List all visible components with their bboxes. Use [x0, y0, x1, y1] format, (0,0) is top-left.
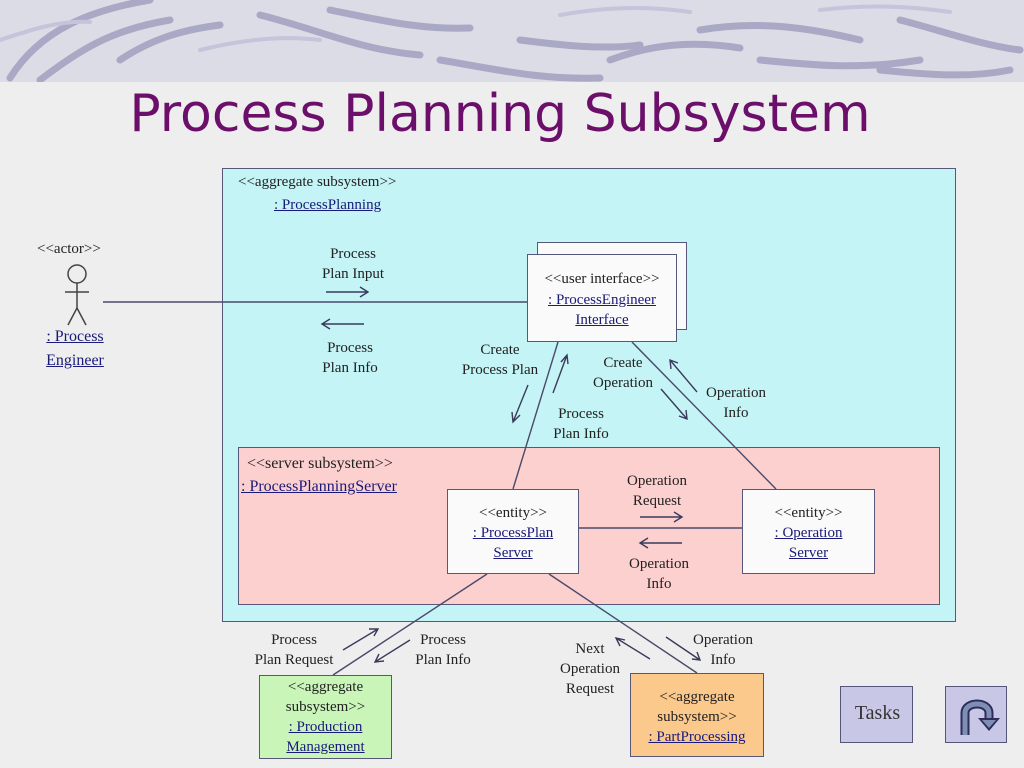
- operation-server-box: [742, 489, 875, 574]
- msg-create-op-2: Operation: [593, 375, 653, 391]
- msg-op-info-ui-2: Info: [723, 405, 749, 421]
- page-title: Process Planning Subsystem: [129, 84, 871, 144]
- msg-pp-info-prod-2: Plan Info: [415, 652, 471, 668]
- process-engineer-interface-box: [527, 254, 677, 342]
- actor-name-line1: : Process: [46, 328, 104, 345]
- arrow-pp-request: [342, 628, 380, 651]
- server-stereotype: <<server subsystem>>: [247, 455, 393, 472]
- msg-pp-request-2: Plan Request: [254, 652, 334, 668]
- production-name-line2: Management: [286, 739, 365, 755]
- decorative-banner: [0, 0, 1024, 82]
- msg-create-pp-1: Create: [480, 342, 520, 358]
- msg-op-info-part-2: Info: [710, 652, 736, 668]
- production-management-box: [259, 675, 392, 759]
- production-name-line1: : Production: [288, 719, 363, 735]
- msg-pp-input-1: Process: [330, 246, 376, 262]
- ui-name-line1: : ProcessEngineer: [548, 292, 656, 308]
- production-line1: <<aggregate: [287, 679, 364, 695]
- msg-pp-request-1: Process: [271, 632, 317, 648]
- tasks-button-label: Tasks: [854, 702, 901, 724]
- tasks-button[interactable]: Tasks: [840, 686, 913, 743]
- pp-server-name-line2: Server: [493, 545, 533, 561]
- back-button[interactable]: [945, 686, 1007, 743]
- actor-figure-icon: [65, 264, 89, 326]
- pp-server-name-line1: : ProcessPlan: [472, 525, 554, 541]
- banner-swirl-pattern: [0, 0, 1024, 82]
- op-server-name-line1: : Operation: [774, 525, 843, 541]
- msg-op-info-server-2: Info: [646, 576, 672, 592]
- msg-op-request-2: Request: [632, 493, 682, 509]
- msg-next-op-3: Request: [565, 681, 615, 697]
- msg-create-op-1: Create: [603, 355, 643, 371]
- msg-op-request-1: Operation: [627, 473, 687, 489]
- msg-pp-info-actor-1: Process: [327, 340, 373, 356]
- part-line2: subsystem>>: [657, 709, 737, 725]
- production-line2: subsystem>>: [285, 699, 366, 715]
- outer-subsystem-name: : ProcessPlanning: [274, 197, 382, 213]
- msg-next-op-1: Next: [575, 641, 605, 657]
- op-server-stereotype: <<entity>>: [774, 505, 843, 521]
- ui-stereotype: <<user interface>>: [544, 271, 660, 287]
- msg-pp-info-actor-2: Plan Info: [322, 360, 378, 376]
- actor-stereotype: <<actor>>: [37, 241, 101, 257]
- outer-stereotype: <<aggregate subsystem>>: [238, 174, 397, 190]
- msg-pp-input-2: Plan Input: [321, 266, 385, 282]
- part-line1: <<aggregate: [659, 689, 735, 705]
- msg-pp-info-ui-1: Process: [558, 406, 604, 422]
- part-name: : PartProcessing: [648, 729, 746, 745]
- u-turn-back-icon: [960, 699, 1000, 735]
- pp-server-stereotype: <<entity>>: [479, 505, 547, 521]
- process-plan-server-box: [447, 489, 579, 574]
- msg-next-op-2: Operation: [560, 661, 620, 677]
- msg-op-info-ui-1: Operation: [706, 385, 766, 401]
- ui-name-line2: Interface: [575, 312, 629, 328]
- msg-op-info-server-1: Operation: [629, 556, 689, 572]
- actor-name-line2: Engineer: [46, 352, 104, 369]
- msg-pp-info-ui-2: Plan Info: [553, 426, 609, 442]
- msg-op-info-part-1: Operation: [693, 632, 753, 648]
- msg-pp-info-prod-1: Process: [420, 632, 466, 648]
- server-subsystem-name: : ProcessPlanningServer: [241, 478, 397, 495]
- msg-create-pp-2: Process Plan: [461, 362, 539, 378]
- op-server-name-line2: Server: [788, 545, 829, 561]
